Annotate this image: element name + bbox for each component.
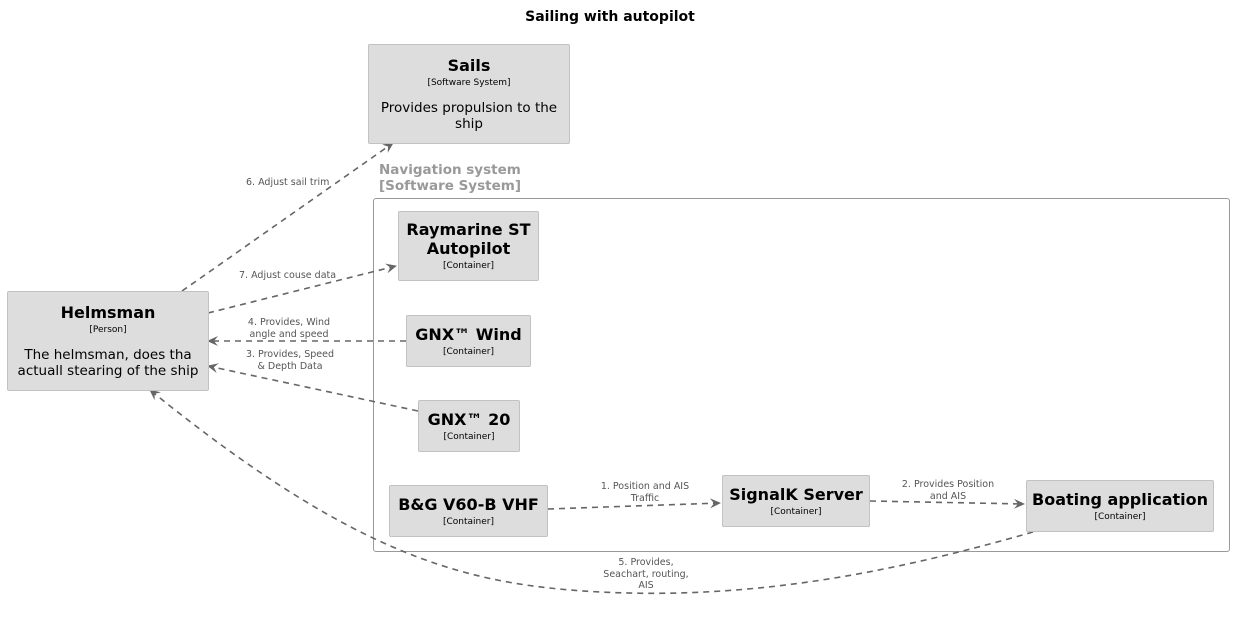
edge-label-4: 4. Provides, Wind angle and speed — [243, 317, 335, 340]
node-name: Helmsman — [60, 303, 156, 322]
node-name: Boating application — [1032, 489, 1208, 509]
helmsman-node[interactable]: Helmsman [Person] The helmsman, does tha… — [7, 291, 209, 391]
node-name: Raymarine ST Autopilot — [406, 220, 531, 258]
node-name: SignalK Server — [729, 484, 863, 504]
node-stereotype: [Container] — [1094, 511, 1146, 522]
edge-label-3-line2: & Depth Data — [257, 360, 323, 372]
edge-label-5-line2: Seachart, routing, — [603, 568, 689, 580]
node-name: GNX™ 20 — [427, 409, 511, 429]
node-stereotype: [Container] — [442, 516, 494, 527]
gnx-wind-node[interactable]: GNX™ Wind [Container] — [406, 315, 531, 367]
edge-label-1-line1: 1. Position and AIS — [600, 481, 690, 492]
node-stereotype: [Container] — [442, 261, 494, 271]
edge-label-4-line1: 4. Provides, Wind — [247, 317, 331, 328]
node-description: Provides propulsion to the ship — [380, 100, 558, 132]
edge-label-6: 6. Adjust sail trim — [246, 177, 330, 188]
boundary-label: Navigation system [Software System] — [379, 162, 521, 194]
edge-label-5: 5. Provides, Seachart, routing, AIS — [596, 557, 696, 592]
edge-label-2-line2: and AIS — [929, 490, 967, 502]
edge-boating-helmsman — [149, 389, 1034, 595]
edge-label-2-line1: 2. Provides Position — [901, 479, 995, 490]
sails-node[interactable]: Sails [Software System] Provides propuls… — [368, 44, 570, 144]
boundary-name: Navigation system — [379, 162, 521, 178]
edge-label-7: 7. Adjust couse data — [239, 270, 337, 281]
edge-label-3: 3. Provides, Speed & Depth Data — [240, 349, 340, 372]
autopilot-node[interactable]: Raymarine ST Autopilot [Container] — [398, 211, 539, 281]
diagram-title: Sailing with autopilot — [525, 9, 695, 25]
node-stereotype: [Software System] — [427, 78, 511, 88]
edge-vhf-signalk — [547, 498, 721, 510]
edge-label-1-line2: Traffic — [630, 492, 660, 504]
node-stereotype: [Person] — [89, 325, 127, 335]
edge-label-3-line1: 3. Provides, Speed — [245, 349, 335, 360]
node-description: The helmsman, does tha actuall stearing … — [17, 347, 199, 379]
node-stereotype: [Container] — [770, 506, 822, 517]
edge-helmsman-sails — [181, 142, 394, 292]
edge-label-2: 2. Provides Position and AIS — [896, 479, 1000, 502]
edge-label-5-line3: AIS — [638, 580, 654, 591]
edge-label-5-line1: 5. Provides, — [618, 557, 674, 568]
node-stereotype: [Container] — [443, 431, 495, 442]
edge-gnx20-helmsman — [207, 363, 419, 412]
vhf-node[interactable]: B&G V60-B VHF [Container] — [389, 485, 548, 537]
gnx-20-node[interactable]: GNX™ 20 [Container] — [418, 400, 520, 452]
node-name: B&G V60-B VHF — [398, 494, 539, 514]
edge-signalk-boating — [869, 498, 1025, 509]
signalk-server-node[interactable]: SignalK Server [Container] — [722, 475, 870, 527]
node-stereotype: [Container] — [442, 346, 494, 357]
boating-application-node[interactable]: Boating application [Container] — [1026, 480, 1214, 532]
edge-label-4-line2: angle and speed — [249, 328, 329, 340]
node-name: Sails — [447, 56, 491, 75]
edge-label-1: 1. Position and AIS Traffic — [594, 481, 696, 504]
navigation-system-boundary — [373, 198, 1230, 552]
boundary-stereotype: [Software System] — [379, 178, 521, 194]
node-name: GNX™ Wind — [415, 324, 522, 344]
